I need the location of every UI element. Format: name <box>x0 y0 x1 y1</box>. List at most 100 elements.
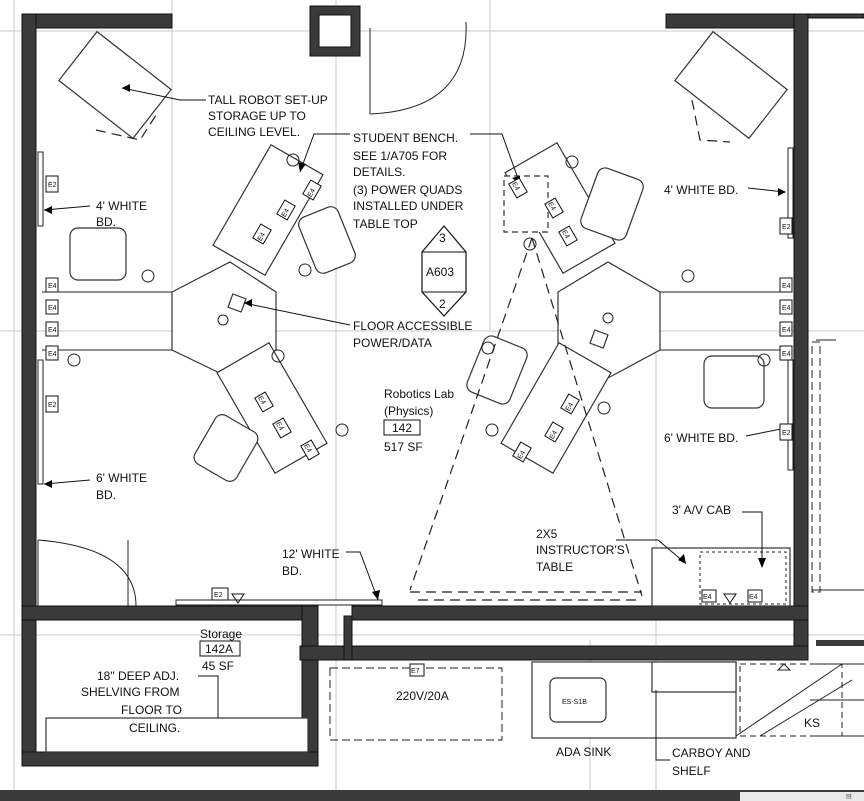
svg-text:(3) POWER QUADS: (3) POWER QUADS <box>353 183 462 197</box>
svg-text:E2: E2 <box>48 182 57 189</box>
annotation-white-bd-4-left: 4' WHITE BD. <box>96 199 147 229</box>
annotation-tall-robot: TALL ROBOT SET-UP STORAGE UP TO CEILING … <box>208 93 328 139</box>
svg-text:E4: E4 <box>749 594 758 601</box>
svg-text:E4: E4 <box>281 208 291 219</box>
room-area: 45 SF <box>202 659 234 673</box>
svg-text:BD.: BD. <box>96 215 116 229</box>
svg-text:E4: E4 <box>274 421 284 432</box>
annotation-floor-power: FLOOR ACCESSIBLE POWER/DATA <box>353 319 472 350</box>
svg-text:18" DEEP ADJ.: 18" DEEP ADJ. <box>97 669 179 683</box>
service-area <box>329 339 864 741</box>
annotation-instructor-table: 2X5 INSTRUCTOR'S TABLE <box>536 527 625 574</box>
outlet-e2-left-top: E2 <box>45 175 59 193</box>
section-marker-top: 3 <box>439 231 446 245</box>
svg-text:CARBOY AND: CARBOY AND <box>672 746 751 760</box>
room-area: 517 SF <box>384 440 423 454</box>
doors <box>37 21 467 607</box>
annotation-student-bench: STUDENT BENCH. SEE 1/A705 FOR DETAILS. (… <box>353 131 464 231</box>
outlet-e4-av-2: E4 <box>747 589 763 603</box>
svg-text:E4: E4 <box>782 283 791 290</box>
outlet-e4-right-1: E4 <box>779 277 793 293</box>
svg-text:E2: E2 <box>782 224 791 231</box>
annotation-ks: KS <box>804 716 820 730</box>
svg-text:DETAILS.: DETAILS. <box>353 165 405 179</box>
outlet-e4-right-2: E4 <box>779 299 793 315</box>
corner-mark: !!! <box>846 794 852 801</box>
outlet-e7: E7 <box>409 663 425 677</box>
room-number: 142A <box>205 642 233 656</box>
svg-text:E2: E2 <box>782 430 791 437</box>
annotation-white-bd-4-right: 4' WHITE BD. <box>664 183 738 197</box>
storage-shelving <box>45 717 309 753</box>
annotation-white-bd-6-left: 6' WHITE BD. <box>96 471 147 502</box>
section-marker-code: A603 <box>426 265 454 279</box>
walls <box>0 5 864 801</box>
svg-text:STORAGE UP TO: STORAGE UP TO <box>208 109 306 123</box>
annotation-av-cab: 3' A/V CAB <box>672 503 731 517</box>
svg-text:E2: E2 <box>214 592 223 599</box>
svg-text:E4: E4 <box>703 594 712 601</box>
svg-text:E4: E4 <box>782 327 791 334</box>
svg-text:E4: E4 <box>565 402 575 413</box>
svg-text:SHELF: SHELF <box>672 764 711 778</box>
svg-text:SEE 1/A705 FOR: SEE 1/A705 FOR <box>353 149 447 163</box>
bench-outlet-tags: E4 E4 E4 E4 E4 E4 E4 E4 E4 E4 E4 E4 <box>252 177 580 463</box>
svg-text:CEILING.: CEILING. <box>129 721 180 735</box>
outlet-e2-whiteboard: E2 <box>211 587 229 601</box>
annotation-white-bd-6-right: 6' WHITE BD. <box>664 431 738 445</box>
outlet-e4-left-4: E4 <box>45 345 59 361</box>
svg-text:TALL ROBOT SET-UP: TALL ROBOT SET-UP <box>208 93 328 107</box>
room-number: 142 <box>392 421 412 435</box>
svg-text:E4: E4 <box>560 229 570 240</box>
annotation-ada-sink: ADA SINK <box>556 745 611 759</box>
outlet-tags: E2 E4 E4 E4 E4 E2 E2 E4 E4 E4 E4 E2 E2 E… <box>45 175 793 677</box>
svg-text:FLOOR ACCESSIBLE: FLOOR ACCESSIBLE <box>353 319 472 333</box>
svg-text:POWER/DATA: POWER/DATA <box>353 336 432 350</box>
svg-text:2X5: 2X5 <box>536 527 558 541</box>
projection-lines <box>409 237 643 601</box>
outlet-e4-right-4: E4 <box>779 345 793 361</box>
svg-text:BD.: BD. <box>282 564 302 578</box>
outlet-e4-av-1: E4 <box>701 589 717 603</box>
svg-text:12' WHITE: 12' WHITE <box>282 547 340 561</box>
section-marker-bottom: 2 <box>439 297 446 311</box>
instructor-area <box>651 547 791 607</box>
room-tag-main: Robotics Lab (Physics) 142 517 SF <box>383 387 454 454</box>
outlet-e2-right-bottom: E2 <box>779 423 793 441</box>
svg-text:E7: E7 <box>411 668 420 675</box>
section-marker: 3 A603 2 <box>421 225 467 317</box>
outlet-e4-right-3: E4 <box>779 321 793 337</box>
svg-text:E4: E4 <box>782 351 791 358</box>
svg-text:E4: E4 <box>302 443 312 454</box>
svg-text:E4: E4 <box>48 283 57 290</box>
svg-text:E4: E4 <box>517 450 527 461</box>
outlet-e2-right-top: E2 <box>779 217 793 235</box>
outlet-e4-left-1: E4 <box>45 277 59 293</box>
annotation-carboy: CARBOY AND SHELF <box>672 746 751 778</box>
svg-text:CEILING LEVEL.: CEILING LEVEL. <box>208 125 300 139</box>
svg-text:E4: E4 <box>549 430 559 441</box>
bench-cluster-left <box>42 143 356 482</box>
outlet-e2-left-bottom: E2 <box>45 395 59 413</box>
svg-text:TABLE TOP: TABLE TOP <box>353 217 418 231</box>
svg-text:E4: E4 <box>48 305 57 312</box>
annotation-white-bd-12: 12' WHITE BD. <box>282 547 340 578</box>
svg-text:E4: E4 <box>256 395 266 406</box>
svg-text:E4: E4 <box>546 201 556 212</box>
svg-text:E4: E4 <box>48 327 57 334</box>
svg-text:FLOOR TO: FLOOR TO <box>121 703 182 717</box>
svg-text:4' WHITE: 4' WHITE <box>96 199 147 213</box>
outlet-e4-left-2: E4 <box>45 299 59 315</box>
outlet-e4-left-3: E4 <box>45 321 59 337</box>
svg-text:TABLE: TABLE <box>536 560 573 574</box>
svg-text:BD.: BD. <box>96 488 116 502</box>
room-name: Robotics Lab <box>384 387 454 401</box>
annotation-shelving: 18" DEEP ADJ. SHELVING FROM FLOOR TO CEI… <box>81 669 182 735</box>
robot-storage <box>58 30 788 143</box>
sink-tag: ES-S1B <box>562 699 587 706</box>
room-tag-storage: Storage 142A 45 SF <box>199 627 242 673</box>
svg-text:E4: E4 <box>782 305 791 312</box>
svg-text:E4: E4 <box>307 188 317 199</box>
room-name: Storage <box>200 627 242 641</box>
svg-text:6' WHITE: 6' WHITE <box>96 471 147 485</box>
